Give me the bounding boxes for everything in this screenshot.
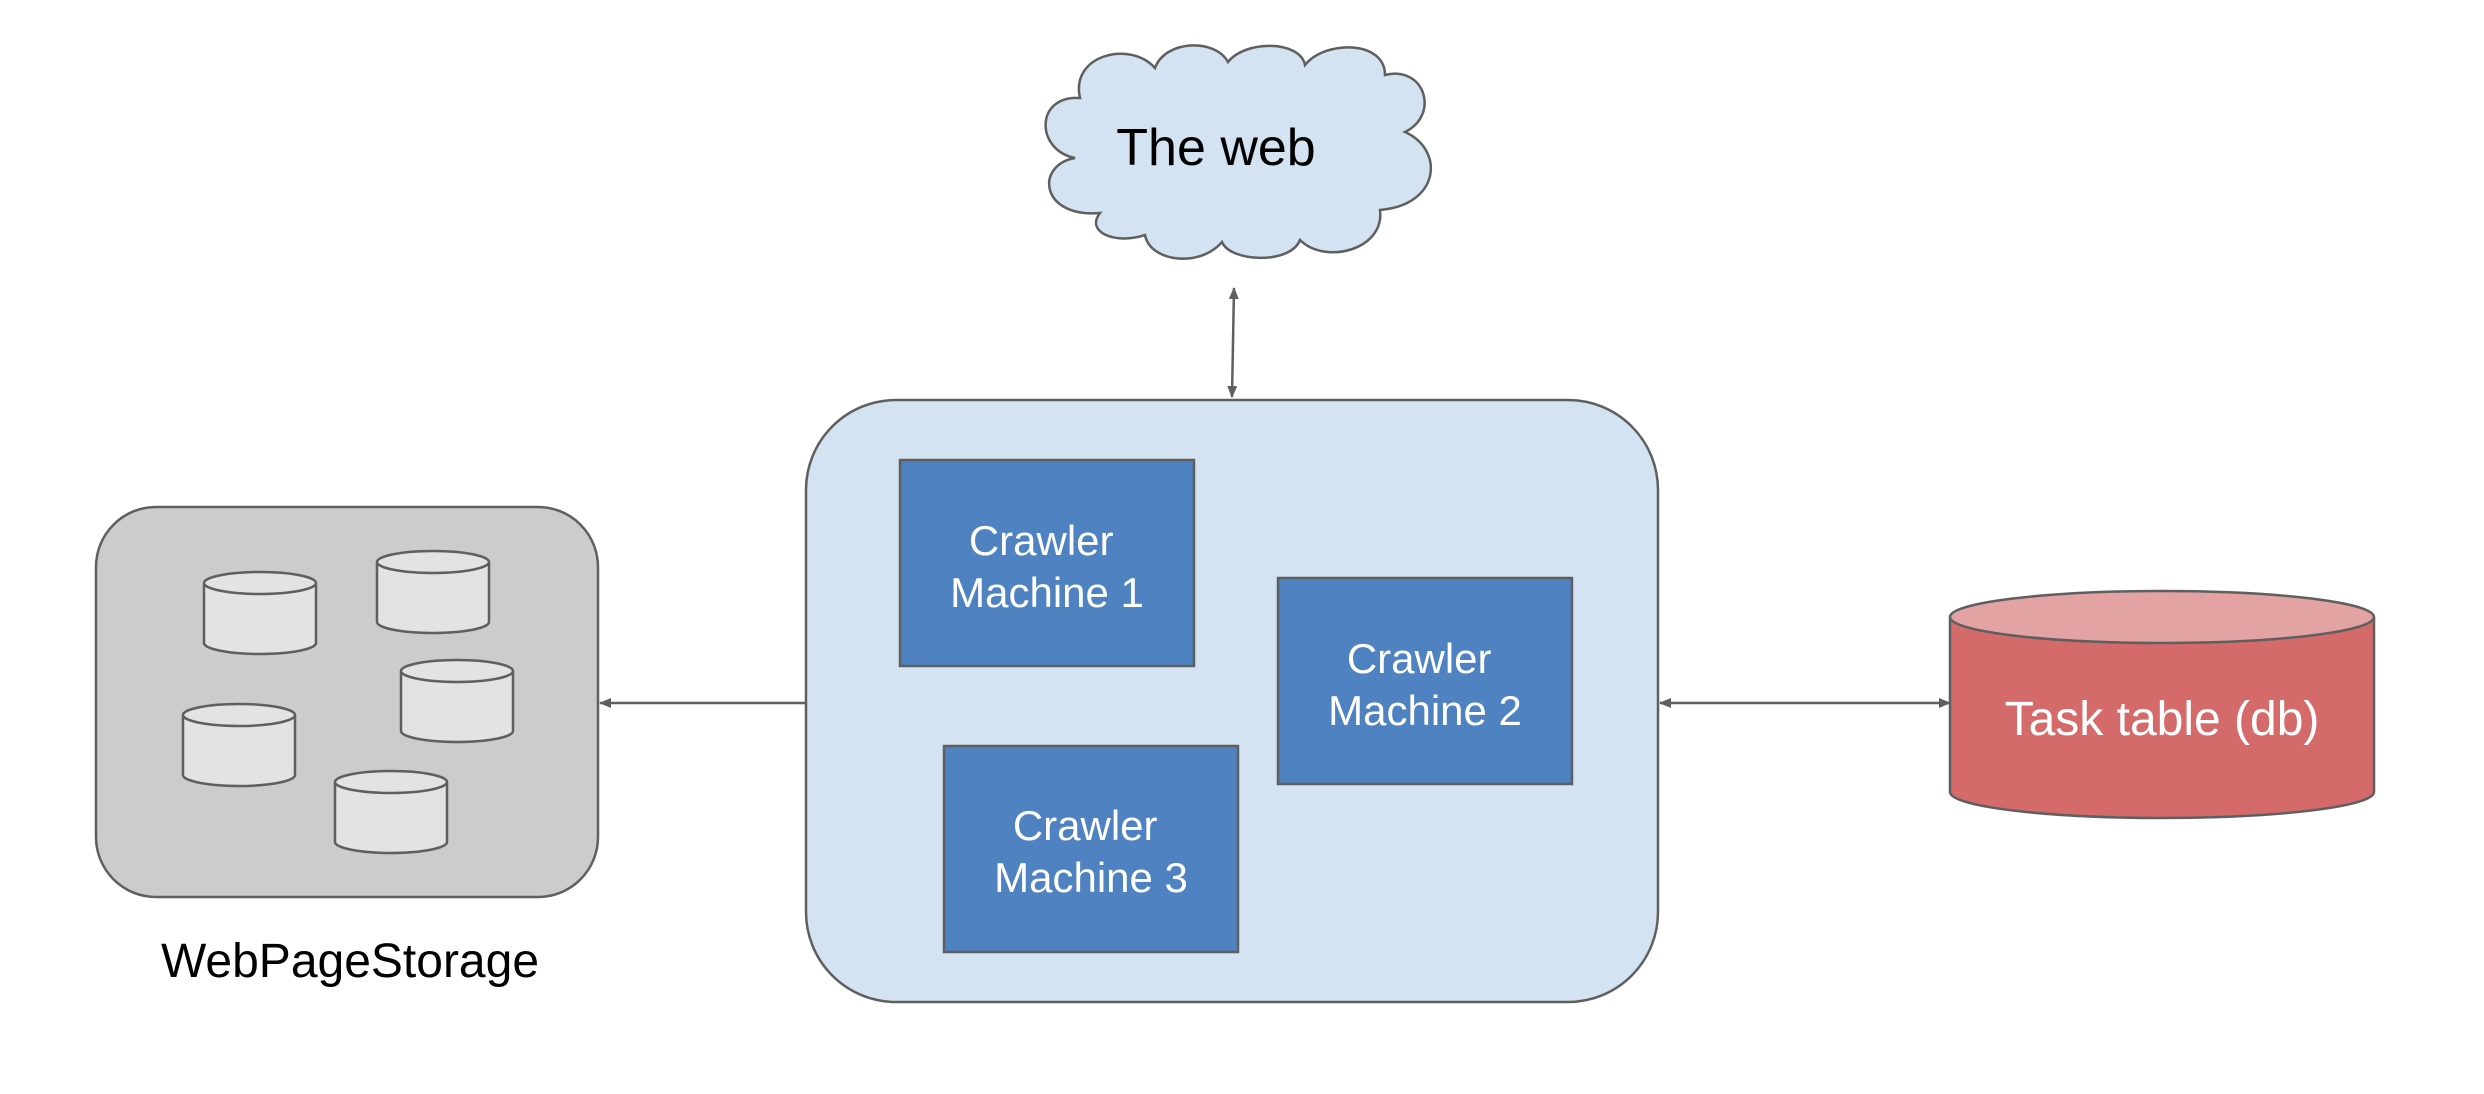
storage-disk-icon	[333, 769, 449, 855]
crawler-machine-2-box	[1276, 576, 1574, 786]
crawler-machine-3-label: Crawler Machine 3	[994, 802, 1188, 901]
storage-disk-icon	[375, 549, 491, 635]
the-web-label: The web	[1116, 119, 1315, 177]
crawler-machine-1-box	[898, 458, 1196, 668]
crawler-cluster: Crawler Machine 1 Crawler Machine 2 Craw…	[804, 398, 1660, 1004]
crawler-machine-3: Crawler Machine 3	[942, 744, 1240, 954]
storage-disk-icon	[399, 658, 515, 744]
web-page-storage: WebPageStorage	[94, 505, 600, 988]
the-web-cloud: The web	[1044, 44, 1432, 260]
task-table-db-top	[1948, 589, 2376, 645]
storage-disk-icon	[202, 570, 318, 656]
crawler-machine-2-label: Crawler Machine 2	[1328, 635, 1522, 734]
crawler-machine-1-label: Crawler Machine 1	[950, 517, 1144, 616]
crawler-machine-2: Crawler Machine 2	[1276, 576, 1574, 786]
crawler-machine-1: Crawler Machine 1	[898, 458, 1196, 668]
storage-disk-icon	[181, 702, 297, 788]
task-table-db-body	[1948, 617, 2376, 820]
cloud-shape	[1044, 44, 1432, 260]
edge-cluster-web	[1227, 287, 1239, 398]
web-page-storage-label: WebPageStorage	[161, 935, 539, 988]
task-table-db: Task table (db)	[1948, 589, 2376, 820]
task-table-db-label: Task table (db)	[2005, 693, 2320, 746]
crawler-machine-3-box	[942, 744, 1240, 954]
